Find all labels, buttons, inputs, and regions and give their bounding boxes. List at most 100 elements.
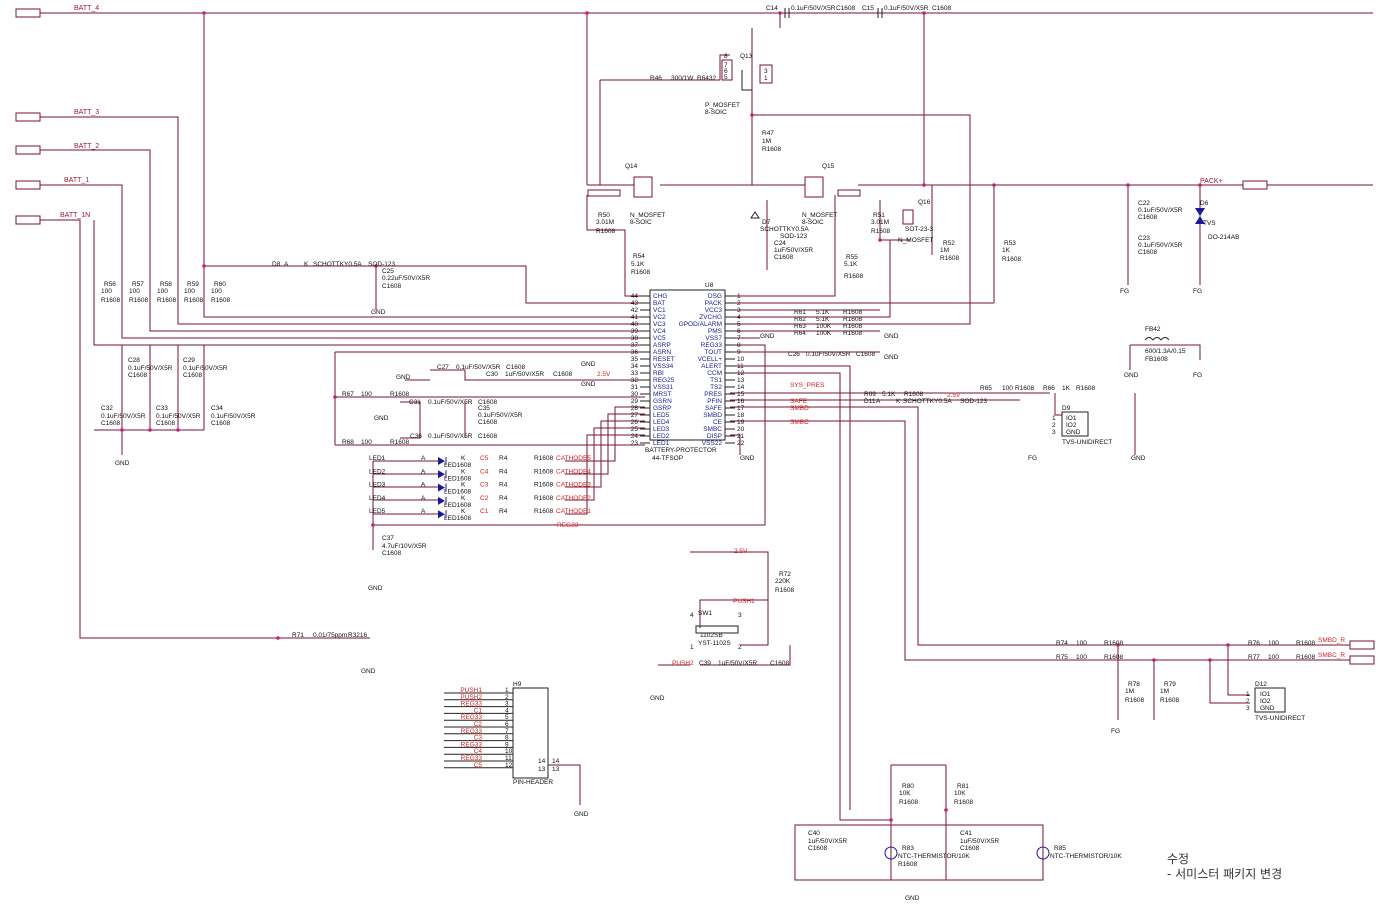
led-icon — [438, 510, 445, 519]
pin-signal: TS2 — [710, 384, 722, 391]
svg-text:GND: GND — [1260, 705, 1275, 712]
pin-signal: VSS34 — [653, 363, 674, 370]
svg-text:SOD-123: SOD-123 — [960, 398, 987, 405]
svg-text:D11: D11 — [864, 398, 876, 405]
svg-text:REG33: REG33 — [557, 522, 579, 529]
svg-text:IO2: IO2 — [1066, 422, 1077, 429]
svg-text:FB42: FB42 — [1145, 326, 1161, 333]
svg-text:GND: GND — [574, 811, 589, 818]
svg-text:SOD-123: SOD-123 — [368, 261, 395, 268]
svg-text:A: A — [284, 261, 289, 268]
svg-text:300/1W: 300/1W — [671, 75, 694, 82]
resistor-r69: R69 5.1K R1608 — [864, 391, 924, 398]
svg-text:100: 100 — [1268, 640, 1279, 647]
svg-text:C28: C28 — [128, 357, 140, 364]
pin-signal: CE — [713, 419, 723, 426]
pin-number: 43 — [631, 300, 639, 307]
svg-text:GND: GND — [396, 374, 411, 381]
svg-text:PUSH2: PUSH2 — [672, 660, 694, 667]
pin-signal: VC1 — [653, 307, 666, 314]
pin-signal: CHG — [653, 293, 667, 300]
resistor-r51: R51 3.01M R1608 — [871, 212, 891, 235]
pin-number: 35 — [631, 356, 639, 363]
svg-text:GND: GND — [905, 895, 920, 902]
svg-text:DO-214AB: DO-214AB — [1208, 234, 1239, 241]
header-net: C4 — [474, 748, 483, 755]
svg-text:C1608: C1608 — [856, 351, 876, 358]
svg-text:GND: GND — [374, 415, 389, 422]
svg-text:0.1uF/50V/X5R: 0.1uF/50V/X5R — [211, 413, 256, 420]
svg-text:C1608: C1608 — [183, 372, 203, 379]
svg-text:C30: C30 — [486, 371, 498, 378]
svg-text:R1608: R1608 — [1296, 654, 1316, 661]
svg-text:R1608: R1608 — [390, 439, 410, 446]
svg-text:C26: C26 — [788, 351, 800, 358]
pin-signal: PRES — [704, 391, 722, 398]
port-smbd-r: SMBD_R — [1318, 637, 1375, 650]
mosfet-q15: Q15 N_MOSFET 8-SOIC — [802, 163, 861, 226]
svg-text:4: 4 — [690, 612, 694, 619]
svg-text:K: K — [896, 398, 901, 405]
svg-text:GND: GND — [884, 354, 899, 361]
diode-d11: D11 A K SCHOTTKY0.5A SOD-123 — [864, 398, 987, 405]
resistor-r54: R54 5.1K R1608 — [631, 253, 651, 276]
resistor-ref: R4 — [499, 508, 508, 515]
pin-number: 8 — [737, 342, 741, 349]
svg-text:R66: R66 — [1043, 385, 1055, 392]
svg-text:GND: GND — [581, 361, 596, 368]
pin-signal: VCC3 — [705, 307, 723, 314]
svg-text:R46: R46 — [650, 75, 662, 82]
svg-text:D6: D6 — [1200, 200, 1209, 207]
push-switch: 2.5V R72 220K R1608 PUSH1 SW1 4 3 1102SB… — [650, 548, 795, 702]
svg-text:H9: H9 — [513, 681, 522, 688]
svg-text:PIN-HEADER: PIN-HEADER — [513, 779, 553, 786]
svg-text:R60: R60 — [214, 281, 226, 288]
svg-text:1M: 1M — [1160, 688, 1169, 695]
pin-signal: RESET — [653, 356, 675, 363]
pin-signal: SAFE — [705, 405, 723, 412]
svg-text:C39: C39 — [699, 660, 711, 667]
svg-text:1: 1 — [690, 644, 694, 651]
svg-text:C1608: C1608 — [1138, 214, 1158, 221]
svg-text:R69: R69 — [864, 391, 876, 398]
led-package: LED1608 — [444, 462, 471, 469]
svg-text:SAFE: SAFE — [790, 398, 808, 405]
resistors-r65-r66: R65 100 R1608 R66 1K R1608 — [980, 385, 1096, 392]
svg-text:IO1: IO1 — [1066, 415, 1077, 422]
resistor-r71: R71 0.01/75ppm R3216 GND — [292, 632, 376, 675]
svg-text:D9: D9 — [1062, 405, 1071, 412]
svg-text:N_MOSFET: N_MOSFET — [630, 212, 665, 219]
svg-text:1K: 1K — [1002, 247, 1011, 254]
svg-text:C41: C41 — [960, 830, 972, 837]
svg-text:SMBC_R: SMBC_R — [1318, 652, 1345, 659]
svg-text:SCHOTTKY0.5A: SCHOTTKY0.5A — [313, 261, 362, 268]
svg-text:5.1K: 5.1K — [816, 309, 830, 316]
svg-text:C35: C35 — [478, 405, 490, 412]
svg-text:R1608: R1608 — [843, 330, 863, 337]
svg-text:C25: C25 — [382, 268, 394, 275]
svg-text:C37: C37 — [382, 535, 394, 542]
led-icon — [438, 483, 445, 492]
svg-text:R1608: R1608 — [596, 228, 616, 235]
cap-c15: C15 0.1uF/50V/X5R C1608 — [862, 5, 952, 18]
header-pin: 2 — [505, 694, 509, 701]
revision-note: 수정 - 서미스터 패키지 변경 — [1167, 852, 1282, 881]
svg-text:SMBD_R: SMBD_R — [1318, 637, 1345, 644]
svg-text:3.01M: 3.01M — [871, 219, 889, 226]
svg-text:5.1K: 5.1K — [816, 316, 830, 323]
svg-text:5.1K: 5.1K — [844, 261, 858, 268]
led-ref: LED4 — [369, 495, 386, 502]
svg-text:2.5V: 2.5V — [734, 548, 748, 555]
svg-text:C1608: C1608 — [506, 364, 526, 371]
cathode-label: K — [461, 468, 466, 475]
svg-text:R64: R64 — [794, 330, 806, 337]
pin-number: 19 — [737, 419, 745, 426]
svg-text:R57: R57 — [132, 281, 144, 288]
svg-text:C14: C14 — [766, 5, 778, 12]
svg-text:1uF/50V/X5R: 1uF/50V/X5R — [960, 838, 999, 845]
